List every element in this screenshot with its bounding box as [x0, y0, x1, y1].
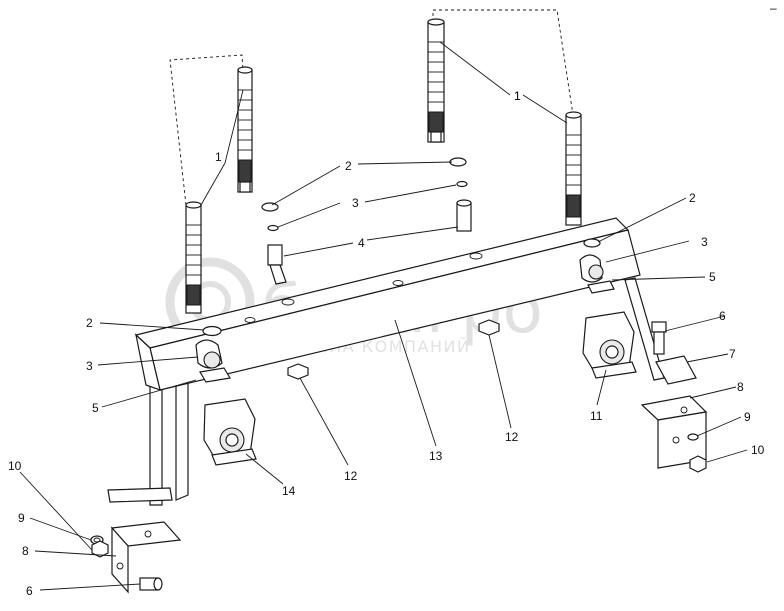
callout-14: 14 — [282, 484, 296, 498]
callout-labels: 1 1 1 2 2 2 3 3 3 4 5 5 6 6 7 8 8 9 9 10… — [8, 89, 765, 598]
callout-2-left: 2 — [86, 316, 93, 330]
bracket-plate-right — [655, 355, 697, 385]
callout-6-right: 6 — [719, 309, 726, 323]
callout-7: 7 — [729, 347, 736, 361]
nuts — [287, 319, 500, 380]
callout-11: 11 — [590, 409, 603, 423]
callout-9-left: 9 — [18, 511, 25, 525]
callout-5-left: 5 — [92, 401, 99, 415]
hose-left-back — [237, 66, 253, 193]
nut-10-left — [91, 540, 109, 558]
corner-mark: – — [770, 1, 777, 15]
callout-10-left: 10 — [8, 459, 22, 473]
hose-left-front — [185, 201, 202, 314]
washer-9-right — [687, 433, 699, 441]
nut-10-right — [689, 455, 707, 473]
washers-and-adapters — [202, 157, 601, 337]
dashed-guides — [169, 9, 574, 206]
callout-5-right: 5 — [709, 270, 716, 284]
callout-2-right: 2 — [689, 191, 696, 205]
clamp-right — [579, 254, 615, 294]
callout-1-left: 1 — [215, 150, 222, 164]
callout-8-left: 8 — [22, 544, 29, 558]
hose-ribs-left-front — [186, 224, 201, 276]
coupling-head-right — [582, 311, 637, 379]
left-support-strip — [107, 361, 189, 506]
callout-1-upper: 1 — [514, 89, 521, 103]
callout-8-right: 8 — [737, 380, 744, 394]
callout-4: 4 — [358, 236, 365, 250]
callout-6-left: 6 — [26, 584, 33, 598]
callout-12-left: 12 — [344, 469, 358, 483]
callout-12-right: 12 — [505, 430, 519, 444]
callout-3-right: 3 — [701, 235, 708, 249]
callout-10-right: 10 — [751, 443, 765, 457]
callout-13: 13 — [429, 449, 443, 463]
hose-right-back — [427, 18, 445, 143]
leader-lines — [19, 41, 748, 591]
clamp-left — [195, 339, 231, 383]
callout-1-lower: 1 — [514, 89, 521, 103]
hose-ribs-right-front — [566, 134, 581, 186]
bracket-angle-left — [110, 521, 182, 594]
callout-2-top: 2 — [345, 159, 352, 173]
bracket-angle-right — [640, 395, 708, 469]
callout-9-right: 9 — [744, 410, 751, 424]
coupling-head-left — [203, 398, 257, 466]
bolt-left — [139, 577, 163, 591]
hose-ribs-right-back — [428, 41, 444, 103]
callout-3-top: 3 — [352, 196, 359, 210]
callout-3-left: 3 — [86, 359, 93, 373]
hose-right-front — [565, 111, 582, 226]
bolt-right — [651, 321, 667, 355]
hose-ribs-left-back — [238, 89, 252, 151]
